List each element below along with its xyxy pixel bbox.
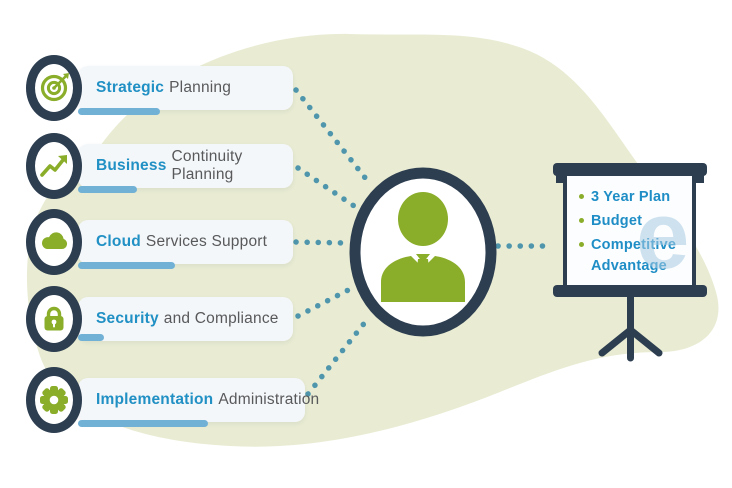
service-label-highlight: Security (96, 310, 159, 327)
board-top-bar (553, 163, 707, 176)
accent-underline (78, 186, 137, 193)
bullet-dot-icon (579, 187, 591, 208)
service-icon-ring (26, 209, 82, 275)
service-pill-strategic-planning: Strategic Planning (78, 66, 293, 110)
service-label-rest: Administration (218, 391, 320, 408)
person-icon (381, 192, 465, 302)
service-label-highlight: Cloud (96, 233, 141, 250)
gear-icon (40, 386, 68, 414)
service-label-highlight: Implementation (96, 391, 214, 408)
board-left-cap (556, 174, 565, 183)
bullet-dot-icon (579, 235, 591, 277)
connector-business (295, 165, 363, 213)
bullet-text: Budget (591, 213, 643, 229)
board-bottom-bar (553, 285, 707, 297)
connector-cloud (293, 239, 350, 246)
accent-underline (78, 334, 104, 341)
presentation-screen: 3 Year Plan Budget Competitive Advantage (563, 176, 696, 285)
service-pill-cloud-services: Cloud Services Support (78, 220, 293, 264)
board-right-cap (695, 174, 704, 183)
connector-strategic (293, 87, 373, 187)
list-item: Competitive Advantage (579, 235, 691, 277)
service-label-rest: Continuity Planning (171, 148, 243, 183)
bullet-dot-icon (579, 211, 591, 232)
list-item: 3 Year Plan (579, 187, 691, 208)
central-figure (349, 167, 497, 337)
presentation-bullet-list: 3 Year Plan Budget Competitive Advantage (567, 187, 692, 277)
service-icon-ring (26, 367, 82, 433)
accent-underline (78, 108, 160, 115)
lock-icon (44, 306, 64, 331)
bullet-text: 3 Year Plan (591, 189, 671, 205)
service-label-highlight: Strategic (96, 79, 165, 96)
service-label-rest: and Compliance (163, 310, 279, 327)
growth-chart-icon (40, 155, 67, 177)
accent-underline (78, 420, 208, 427)
target-icon (40, 73, 69, 102)
accent-underline (78, 262, 175, 269)
service-label-rest: Planning (169, 79, 232, 96)
connector-security (295, 283, 359, 319)
service-label-rest: Services Support (145, 233, 268, 250)
list-item: Budget (579, 211, 691, 232)
service-icon-ring (26, 286, 82, 352)
service-label-highlight: Business (96, 157, 167, 174)
dotted-connectors (293, 87, 549, 397)
service-icon-ring (26, 55, 82, 121)
service-pill-security-compliance: Security and Compliance (78, 297, 293, 341)
bullet-text: Competitive Advantage (591, 237, 677, 274)
service-pill-implementation-administration: Implementation Administration (78, 378, 319, 422)
service-icon-ring (26, 133, 82, 199)
service-pill-business-continuity: Business Continuity Planning (78, 144, 293, 188)
cloud-icon (42, 232, 68, 249)
tripod-stand (598, 296, 663, 362)
